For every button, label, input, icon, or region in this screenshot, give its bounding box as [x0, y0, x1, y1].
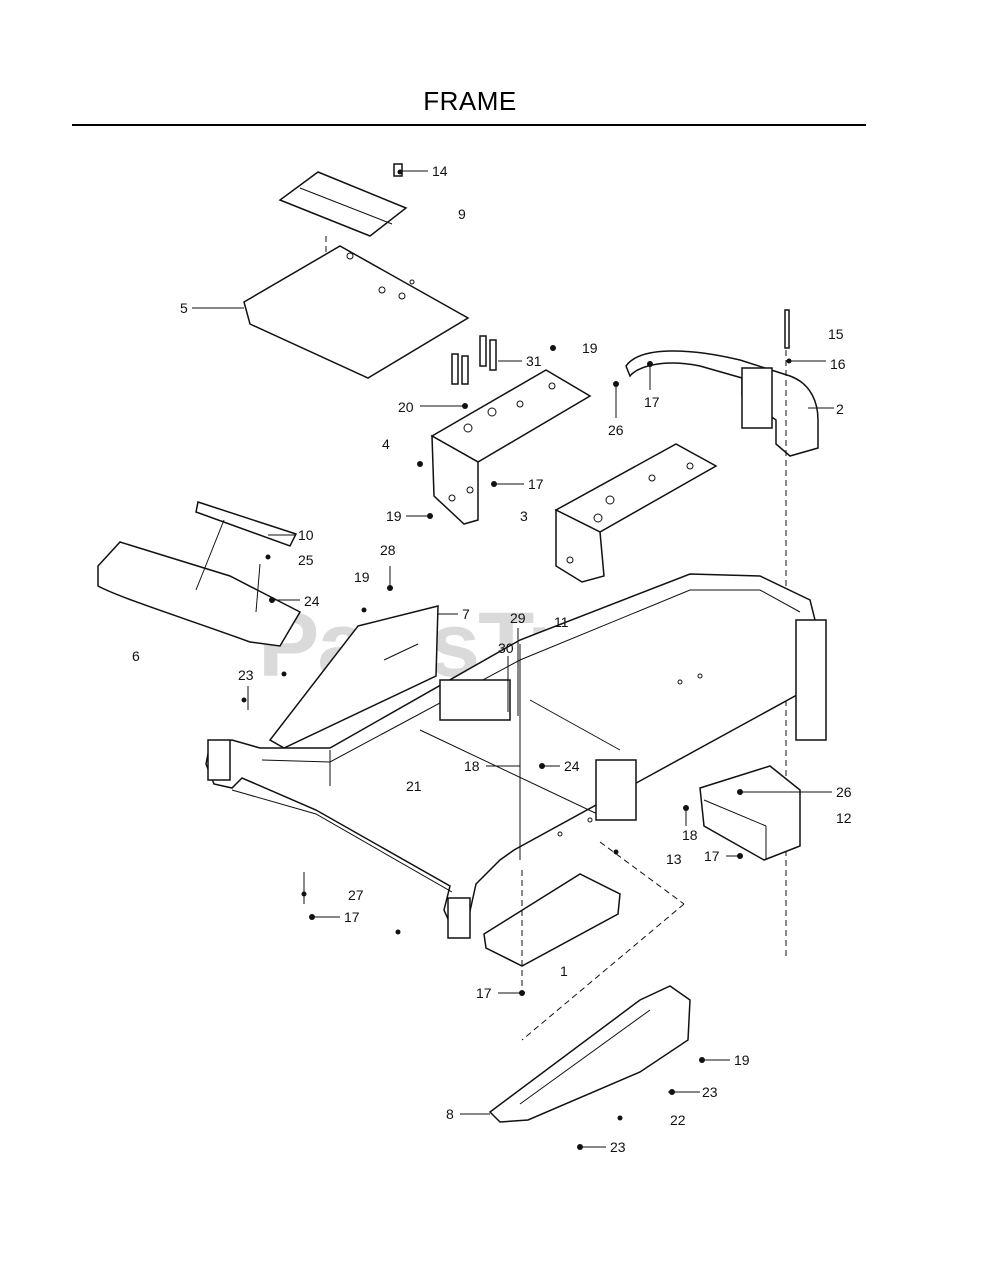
callout-10: 10 — [298, 527, 314, 543]
callout-25: 25 — [298, 552, 314, 568]
callout-23c: 23 — [610, 1139, 626, 1155]
title-underline — [72, 124, 866, 126]
battery-box-part-12 — [699, 765, 801, 861]
callout-3: 3 — [520, 508, 528, 524]
callout-16: 16 — [830, 356, 846, 372]
callout-12: 12 — [836, 810, 852, 826]
callout-23b: 23 — [702, 1084, 718, 1100]
callout-1: 1 — [560, 963, 568, 979]
callout-20: 20 — [398, 399, 414, 415]
floor-pan-part-5 — [243, 245, 470, 379]
callout-8: 8 — [446, 1106, 454, 1122]
callout-19b: 19 — [386, 508, 402, 524]
main-frame-part-1 — [205, 573, 827, 939]
deflector-part-8 — [488, 985, 691, 1123]
callout-labels: 14 9 5 15 16 31 19 2 20 17 26 4 17 19 3 … — [132, 163, 852, 1155]
bolt-part-14 — [393, 163, 403, 177]
callout-26: 26 — [608, 422, 624, 438]
bracket-part-4 — [430, 369, 592, 525]
callout-19c: 19 — [354, 569, 370, 585]
seat-pan-part-6 — [97, 501, 302, 647]
hardware-dots — [241, 169, 792, 1150]
callout-24b: 24 — [564, 758, 580, 774]
page-title: FRAME — [423, 86, 517, 116]
callout-19: 19 — [582, 340, 598, 356]
bracket-part-3 — [554, 443, 718, 583]
callout-21: 21 — [406, 778, 422, 794]
callout-23: 23 — [238, 667, 254, 683]
callout-6: 6 — [132, 648, 140, 664]
bottom-plate — [483, 841, 685, 1041]
callout-5: 5 — [180, 300, 188, 316]
callout-18b: 18 — [682, 827, 698, 843]
callout-9: 9 — [458, 206, 466, 222]
callout-7: 7 — [462, 606, 470, 622]
callout-29: 29 — [510, 610, 526, 626]
callout-15: 15 — [828, 326, 844, 342]
callout-26b: 26 — [836, 784, 852, 800]
callout-17d: 17 — [344, 909, 360, 925]
callout-28: 28 — [380, 542, 396, 558]
callout-17b: 17 — [528, 476, 544, 492]
callout-30: 30 — [498, 640, 514, 656]
callout-18: 18 — [464, 758, 480, 774]
callout-14: 14 — [432, 163, 448, 179]
bracket-part-7 — [268, 605, 439, 749]
callout-17: 17 — [644, 394, 660, 410]
callout-31: 31 — [526, 353, 542, 369]
callout-19d: 19 — [734, 1052, 750, 1068]
callout-leaders — [192, 170, 834, 1148]
callout-13: 13 — [666, 851, 682, 867]
callout-17c: 17 — [704, 848, 720, 864]
bolt-part-15 — [784, 309, 790, 349]
callout-27: 27 — [348, 887, 364, 903]
callout-2: 2 — [836, 401, 844, 417]
callout-17e: 17 — [476, 985, 492, 1001]
callout-11: 11 — [554, 614, 569, 630]
bolts-part-31 — [451, 335, 497, 385]
callout-4: 4 — [382, 436, 390, 452]
callout-22: 22 — [670, 1112, 686, 1128]
callout-24: 24 — [304, 593, 320, 609]
